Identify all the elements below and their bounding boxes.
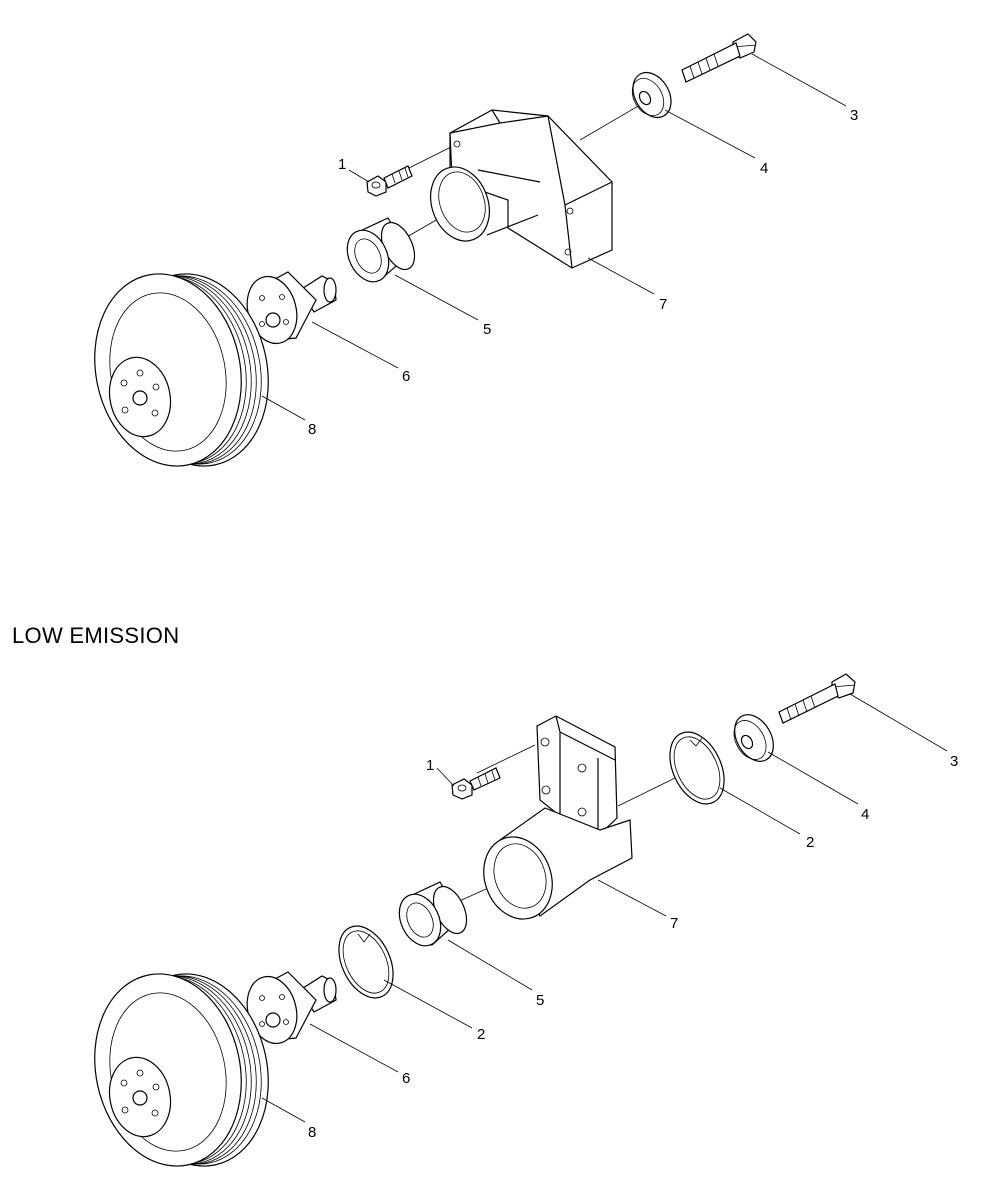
bottom-callout-2-front: 2 [477,1026,485,1043]
bottom-hub-part [246,971,337,1045]
bottom-callout-6: 6 [402,1070,410,1087]
bottom-washer-part [733,714,774,762]
top-assembly: 3 4 7 5 6 8 1 [94,33,858,467]
bottom-front-ring-part [338,925,394,999]
bottom-callout-1: 1 [426,757,434,774]
bottom-assembly: 3 4 2 7 5 2 6 8 1 [94,673,958,1167]
bottom-pulley-part [94,973,269,1167]
bottom-long-bolt-part [778,673,856,724]
bottom-callout-7: 7 [670,915,678,932]
top-housing-part [430,109,613,269]
top-callout-5: 5 [483,321,491,338]
bottom-spacer-part [398,881,468,947]
top-callout-3: 3 [850,107,858,124]
bottom-callout-2-rear: 2 [806,834,814,851]
top-callout-6: 6 [402,368,410,385]
bottom-callout-8: 8 [308,1124,316,1141]
bottom-rear-ring-part [669,731,725,805]
bottom-housing-part [483,715,633,920]
top-spacer-part [346,217,416,283]
top-callout-8: 8 [308,421,316,438]
top-callout-1: 1 [338,156,346,173]
section-title-low-emission: LOW EMISSION [12,623,180,648]
top-pulley-part [94,273,269,467]
top-washer-part [631,71,672,119]
top-long-bolt-part [681,33,757,83]
bottom-callout-3: 3 [950,753,958,770]
bottom-callout-4: 4 [861,806,869,823]
bottom-small-bolt-part [451,767,501,800]
top-hub-part [246,271,337,345]
top-small-bolt-part [366,165,413,197]
top-callout-7: 7 [659,296,667,313]
top-callout-4: 4 [760,160,768,177]
bottom-callout-5: 5 [536,992,544,1009]
